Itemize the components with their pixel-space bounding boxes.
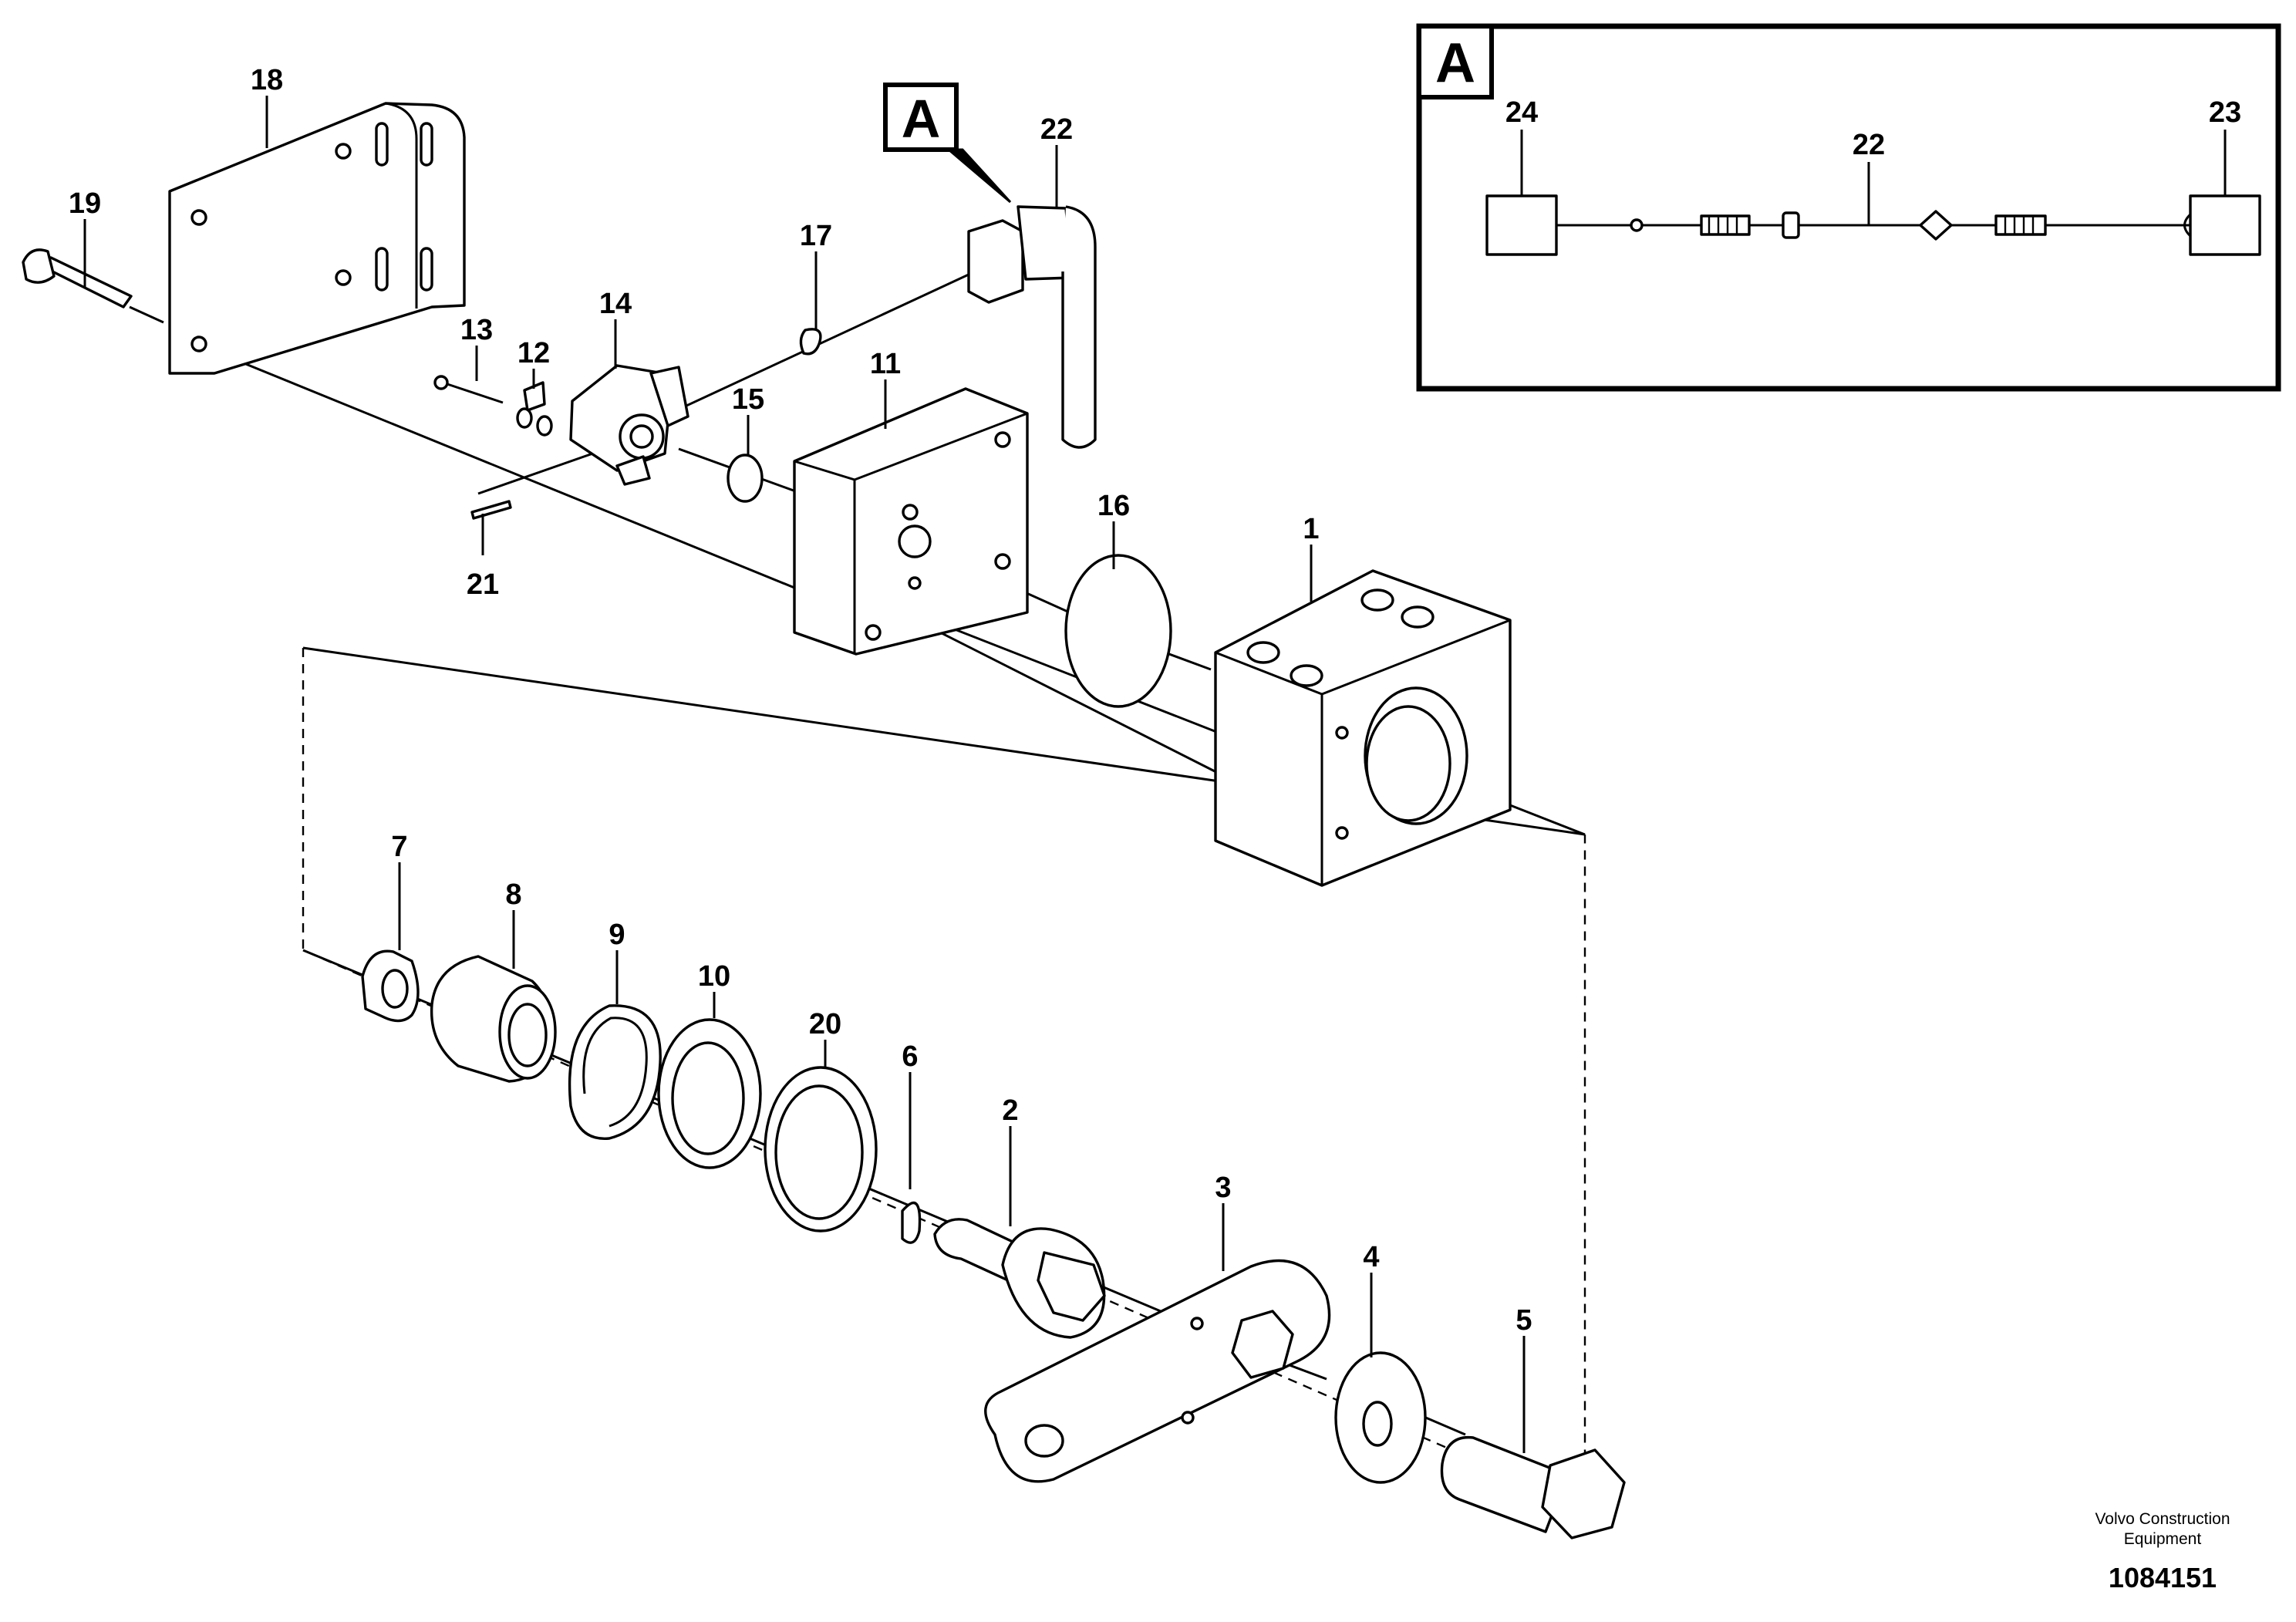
callout-10: 10: [698, 960, 730, 993]
part-12-washers: [516, 381, 553, 437]
detail-callout-23: 23: [2209, 96, 2241, 129]
part-3-lever: [984, 1259, 1331, 1483]
callout-13: 13: [460, 314, 493, 346]
part-21-pin: [470, 500, 512, 520]
company-name-line2: Equipment: [2124, 1530, 2202, 1548]
callout-3: 3: [1215, 1172, 1231, 1204]
callout-4: 4: [1363, 1241, 1379, 1273]
callout-15: 15: [732, 383, 764, 416]
part-10-seal-ring: [657, 1018, 762, 1169]
part-15-oring: [727, 454, 764, 503]
part-14-sensor: [569, 364, 689, 486]
part-18-bracket: [168, 102, 466, 375]
part-11-cover: [793, 387, 1029, 656]
detail-callout-22: 22: [1853, 129, 1885, 161]
callout-2: 2: [1002, 1094, 1018, 1127]
part-1-housing: [1214, 569, 1512, 887]
callout-5: 5: [1515, 1304, 1532, 1337]
view-marker-label: A: [902, 89, 941, 149]
callout-7: 7: [391, 831, 407, 863]
callout-9: 9: [609, 919, 625, 951]
part-16-gasket: [1064, 554, 1172, 708]
callout-19: 19: [69, 187, 101, 220]
part-2-shaft: [933, 1218, 1106, 1339]
callout-21: 21: [467, 568, 499, 601]
company-name-line1: Volvo Construction: [2095, 1510, 2230, 1528]
part-22-connector: [967, 205, 1097, 449]
callout-18: 18: [251, 64, 283, 96]
callout-14: 14: [599, 288, 632, 320]
part-8-bearing: [430, 955, 557, 1083]
part-6-key: [901, 1201, 922, 1244]
leader-lines: [83, 96, 1526, 1453]
callout-6: 6: [902, 1040, 918, 1073]
callout-20: 20: [809, 1008, 841, 1040]
part-7-nut: [361, 949, 420, 1023]
footer: Volvo Construction Equipment 1084151: [2095, 1510, 2230, 1593]
drawing-number: 1084151: [2109, 1562, 2217, 1593]
callout-12: 12: [518, 337, 550, 369]
part-4-washer: [1334, 1351, 1427, 1484]
callout-17: 17: [800, 220, 832, 252]
part-17-seal: [799, 328, 822, 356]
detail-callout-24: 24: [1505, 96, 1538, 129]
detail-a-label: A: [1435, 32, 1475, 94]
connector-24-box: [1485, 194, 1558, 256]
callout-8: 8: [505, 878, 521, 911]
part-5-bolt: [1440, 1435, 1626, 1539]
part-20-seal-ring: [764, 1066, 878, 1233]
part-9-circlip: [568, 1004, 662, 1140]
detail-a-box: A 24 22 23: [1416, 23, 2281, 392]
part-19-bolt: [22, 248, 164, 324]
callout-22: 22: [1040, 113, 1073, 146]
connector-23-box: [2189, 194, 2261, 256]
callout-16: 16: [1097, 490, 1130, 522]
callout-labels: 1 2 3 4 5 6 7 8 9 10 11 12 13 14 15 16 1…: [69, 64, 1532, 1337]
callout-1: 1: [1303, 513, 1319, 545]
view-marker-a: A: [883, 83, 1012, 204]
part-13-screw: [433, 375, 504, 404]
callout-11: 11: [870, 348, 901, 380]
